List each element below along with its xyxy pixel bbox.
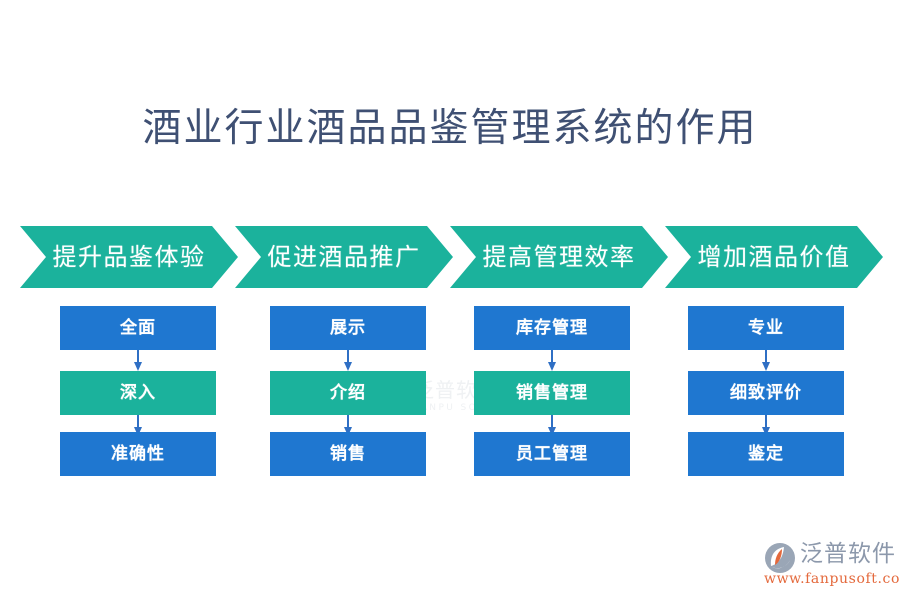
chevron-label: 提高管理效率 [482, 243, 636, 271]
node-box[interactable]: 鉴定 [688, 432, 844, 476]
node-box[interactable]: 深入 [60, 371, 216, 415]
brand-url: www.fanpusoft.com [764, 571, 900, 587]
chevron-label: 提升品鉴体验 [52, 243, 206, 271]
chevron-band: 提升品鉴体验 促进酒品推广 提高管理效率 增加酒品价值 [0, 226, 900, 288]
node-box[interactable]: 细致评价 [688, 371, 844, 415]
down-arrow-icon [344, 415, 352, 436]
node-box[interactable]: 专业 [688, 306, 844, 350]
chevron-fill [20, 226, 238, 288]
down-arrow-icon [762, 415, 770, 436]
page-title: 酒业行业酒品品鉴管理系统的作用 [142, 106, 758, 151]
fanpu-swoosh-icon [765, 543, 795, 573]
down-arrow-icon [344, 350, 352, 371]
down-arrow-icon [134, 350, 142, 371]
chevron-step-1[interactable]: 提升品鉴体验 [20, 226, 238, 288]
chevron-step-3[interactable]: 提高管理效率 [450, 226, 668, 288]
down-arrow-icon [548, 415, 556, 436]
down-arrow-icon [548, 350, 556, 371]
down-arrow-icon [762, 350, 770, 371]
node-box[interactable]: 销售 [270, 432, 426, 476]
node-box[interactable]: 准确性 [60, 432, 216, 476]
chevron-step-2[interactable]: 促进酒品推广 [235, 226, 453, 288]
chevron-label: 促进酒品推广 [267, 243, 421, 271]
brand-logo: 泛普软件 www.fanpusoft.com [762, 538, 900, 590]
node-box[interactable]: 介绍 [270, 371, 426, 415]
node-box[interactable]: 销售管理 [474, 371, 630, 415]
chevron-step-4[interactable]: 增加酒品价值 [665, 226, 883, 288]
node-box[interactable]: 库存管理 [474, 306, 630, 350]
node-box[interactable]: 展示 [270, 306, 426, 350]
chevron-fill [665, 226, 883, 288]
down-arrow-icon [134, 415, 142, 436]
chevron-label: 增加酒品价值 [697, 243, 851, 271]
node-box[interactable]: 全面 [60, 306, 216, 350]
chevron-fill [450, 226, 668, 288]
node-box[interactable]: 员工管理 [474, 432, 630, 476]
chevron-fill [235, 226, 453, 288]
brand-name: 泛普软件 [800, 541, 896, 567]
